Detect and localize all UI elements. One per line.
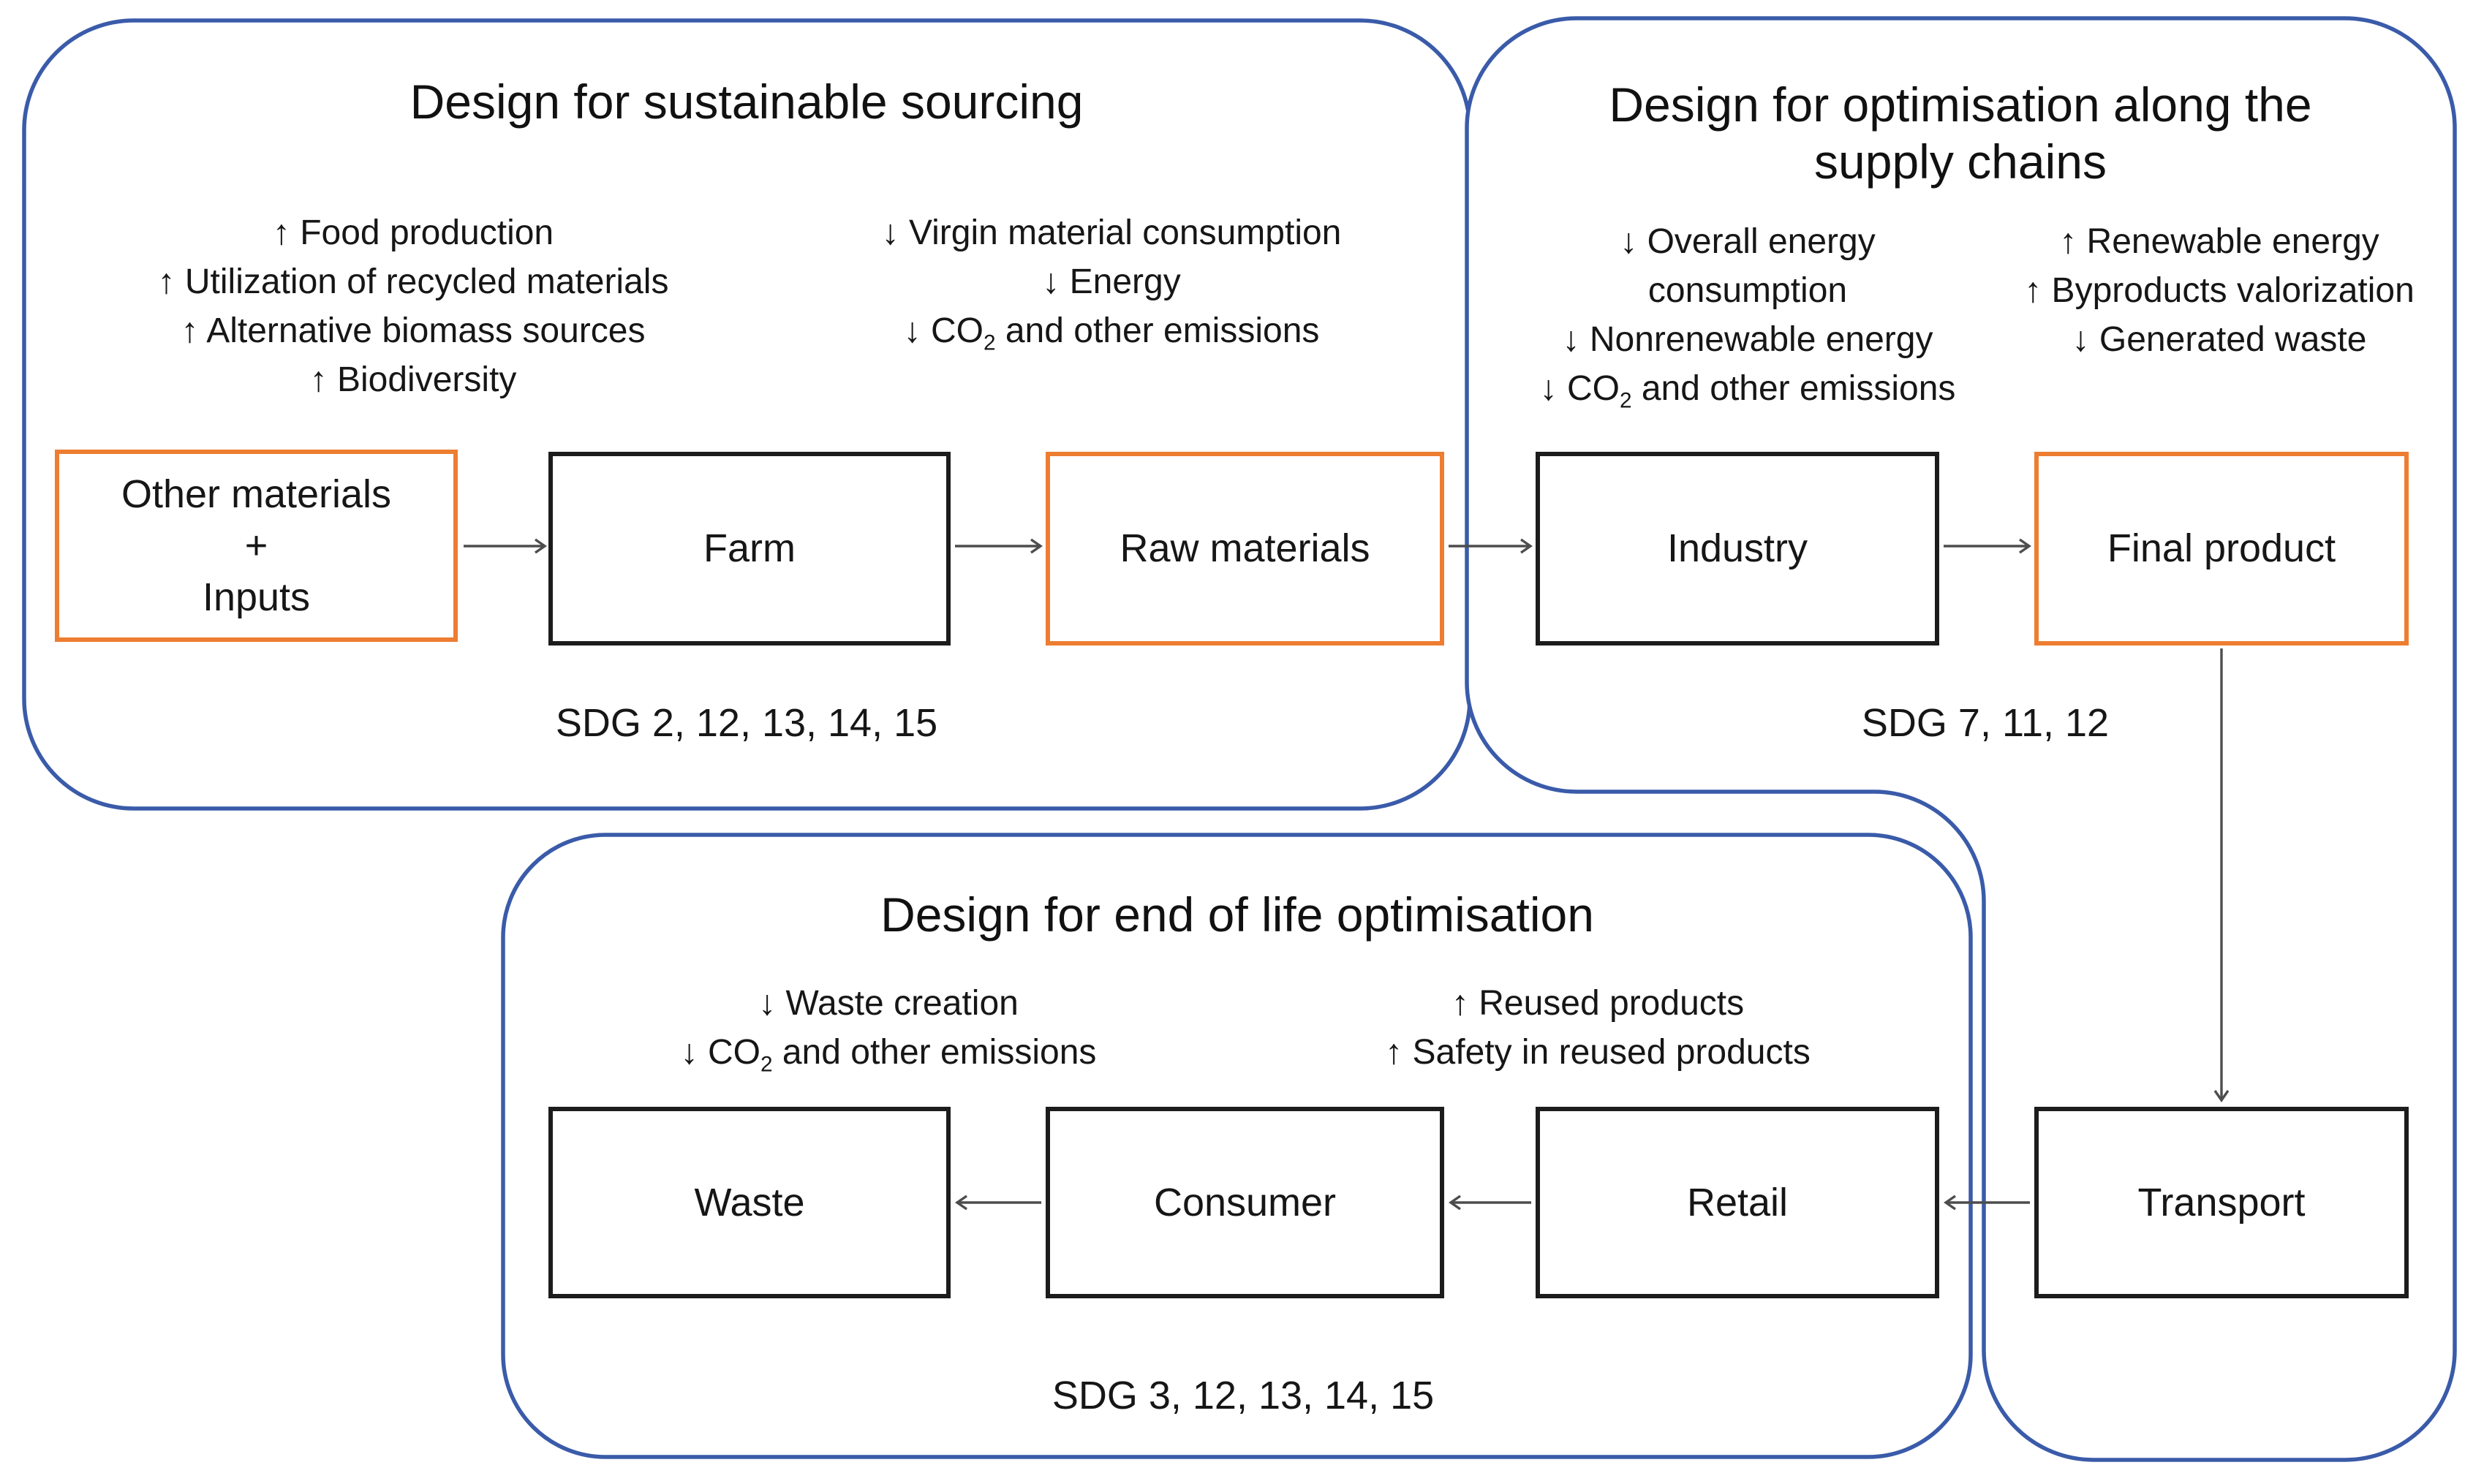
down-arrow-icon: ↓ <box>903 311 931 350</box>
down-arrow-icon: ↓ <box>758 984 786 1023</box>
impact-item: ↓ Overall energy <box>1620 222 1876 261</box>
box-consumer: Consumer <box>1046 1107 1444 1298</box>
impact-item: ↑ Reused products <box>1451 984 1745 1023</box>
impact-item: ↓ Nonrenewable energy <box>1562 320 1933 359</box>
panel-title-sustainable-sourcing: Design for sustainable sourcing <box>409 75 1084 129</box>
up-arrow-icon: ↑ <box>2059 222 2087 261</box>
up-arrow-icon: ↑ <box>157 262 185 301</box>
impact-item: ↑ Safety in reused products <box>1385 1033 1811 1072</box>
up-arrow-icon: ↑ <box>2024 271 2052 310</box>
impact-item: ↓ CO2 and other emissions <box>1539 369 1956 413</box>
box-raw-materials: Raw materials <box>1046 452 1444 646</box>
up-arrow-icon: ↑ <box>309 360 337 399</box>
down-arrow-icon: ↓ <box>1620 222 1647 261</box>
impact-list-sourcing-right: ↓ Virgin material consumption ↓ Energy ↓… <box>819 208 1404 368</box>
sdg-label-sourcing: SDG 2, 12, 13, 14, 15 <box>555 701 938 745</box>
panel-title-end-of-life: Design for end of life optimisation <box>880 887 1594 942</box>
panel-title-supply-chain: Design for optimisation along the supply… <box>1609 77 2312 189</box>
impact-item: ↓ CO2 and other emissions <box>903 311 1320 355</box>
box-farm: Farm <box>548 452 951 646</box>
box-industry: Industry <box>1536 452 1939 646</box>
box-retail: Retail <box>1536 1107 1939 1298</box>
sdg-label-supply-chain: SDG 7, 11, 12 <box>1861 701 2110 745</box>
down-arrow-icon: ↓ <box>680 1033 708 1072</box>
box-other-materials: Other materials + Inputs <box>55 450 458 642</box>
impact-item: ↓ Generated waste <box>2072 320 2367 359</box>
impact-item: ↑ Renewable energy <box>2059 222 2379 261</box>
panel-sustainable-sourcing-outline <box>22 18 1472 811</box>
impact-item: ↓ Energy <box>1042 262 1181 301</box>
up-arrow-icon: ↑ <box>181 311 207 350</box>
impact-item: ↑ Alternative biomass sources <box>181 311 646 350</box>
impact-item: ↓ Virgin material consumption <box>881 213 1342 252</box>
impact-list-supply-right: ↑ Renewable energy ↑ Byproducts valoriza… <box>1956 217 2483 364</box>
impact-item: ↓ CO2 and other emissions <box>680 1033 1097 1077</box>
impact-list-sourcing-left: ↑ Food production ↑ Utilization of recyc… <box>121 208 706 404</box>
impact-item: ↑ Biodiversity <box>309 360 517 399</box>
box-transport: Transport <box>2034 1107 2409 1298</box>
up-arrow-icon: ↑ <box>272 213 301 252</box>
down-arrow-icon: ↓ <box>881 213 909 252</box>
box-final-product: Final product <box>2034 452 2409 646</box>
box-waste: Waste <box>548 1107 951 1298</box>
impact-item: ↓ Waste creation <box>758 984 1019 1023</box>
down-arrow-icon: ↓ <box>1042 262 1070 301</box>
impact-item: ↑ Utilization of recycled materials <box>157 262 669 301</box>
impact-list-end-of-life-left: ↓ Waste creation ↓ CO2 and other emissio… <box>596 979 1181 1089</box>
impact-list-supply-left: ↓ Overall energy consumption ↓ Nonrenewa… <box>1455 217 2040 425</box>
impact-list-end-of-life-right: ↑ Reused products ↑ Safety in reused pro… <box>1305 979 1890 1077</box>
impact-item: ↑ Byproducts valorization <box>2024 271 2415 310</box>
down-arrow-icon: ↓ <box>2072 320 2099 359</box>
impact-item: ↑ Food production <box>272 213 554 252</box>
sdg-label-end-of-life: SDG 3, 12, 13, 14, 15 <box>1052 1374 1435 1417</box>
down-arrow-icon: ↓ <box>1539 369 1567 408</box>
up-arrow-icon: ↑ <box>1451 984 1479 1023</box>
up-arrow-icon: ↑ <box>1385 1033 1413 1072</box>
panel-supply-chain-outline <box>1465 16 2457 1462</box>
impact-item: consumption <box>1647 271 1848 310</box>
down-arrow-icon: ↓ <box>1562 320 1590 359</box>
